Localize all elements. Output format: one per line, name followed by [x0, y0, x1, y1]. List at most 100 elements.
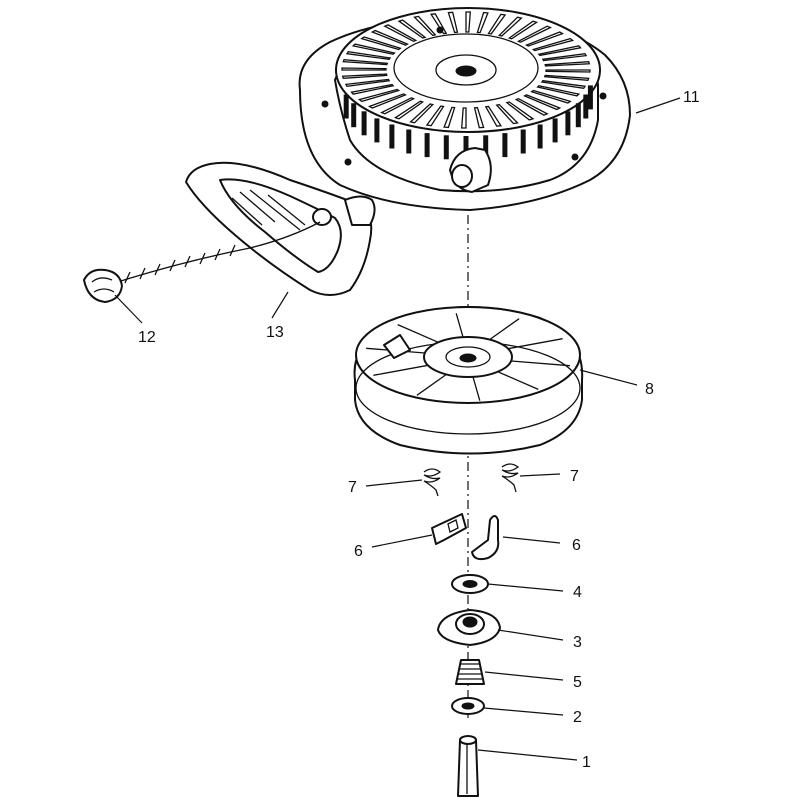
vent-slot [357, 88, 401, 103]
starter-housing [298, 7, 631, 211]
center-spring [455, 659, 485, 685]
vent-slot [341, 67, 387, 71]
leader-12 [114, 294, 143, 324]
vent-slot [514, 97, 549, 116]
pulley-hub-inner [445, 346, 491, 368]
leader-6-right [502, 536, 561, 544]
pulley-spokes [366, 313, 570, 401]
side-slot [552, 118, 558, 143]
pawl-spring-left [423, 468, 442, 497]
rope-knot-detail [91, 277, 115, 293]
pulley-spoke [497, 371, 539, 390]
rope-strand [107, 221, 321, 286]
pawl-spring-right [501, 463, 520, 493]
callout-13: 13 [266, 324, 284, 341]
ratchet-cam [437, 609, 501, 646]
vent-slot [447, 11, 459, 34]
leader-6-left [371, 534, 433, 548]
callout-3: 3 [573, 634, 582, 651]
vent-slot [460, 107, 467, 129]
vent-slot [350, 83, 395, 95]
vent-slot [341, 73, 388, 79]
callout-8: 8 [645, 381, 654, 398]
vent-slot [429, 13, 448, 35]
leader-3 [497, 629, 564, 641]
leader-7-right [519, 473, 561, 477]
side-slot [483, 135, 489, 160]
rope-pulley [353, 306, 584, 455]
vent-slot [397, 19, 427, 39]
vent-slot [543, 74, 590, 81]
housing-vents [341, 11, 591, 129]
callout-12: 12 [138, 329, 156, 346]
callout-11: 11 [683, 89, 700, 106]
vent-slot [545, 69, 591, 73]
mount-hole [321, 100, 329, 108]
vent-slot [536, 85, 581, 97]
pulley-spoke [507, 338, 563, 350]
pulley-spoke [489, 318, 520, 341]
pin-body [457, 739, 479, 797]
cam-bore [462, 616, 478, 628]
vent-slot [473, 106, 485, 129]
handle-rib [231, 189, 306, 231]
leader-4 [487, 583, 564, 592]
pulley-spoke [511, 360, 570, 367]
side-slot [520, 129, 526, 154]
spring-coil [501, 463, 520, 493]
vent-slot [367, 93, 408, 109]
housing-inner-ring [393, 33, 539, 103]
leader-1 [477, 749, 578, 761]
vent-slot [393, 100, 425, 120]
vent-slot [484, 105, 503, 127]
pawl-left [431, 513, 467, 545]
pulley-spoke [455, 313, 464, 338]
pulley-spoke [472, 376, 481, 401]
side-slot [565, 111, 571, 136]
side-slot [361, 111, 367, 136]
callout-5: 5 [573, 674, 582, 691]
leader-7-left [365, 479, 423, 487]
vent-slot [541, 52, 588, 62]
callout-6-right: 6 [572, 537, 581, 554]
starter-handle [185, 161, 376, 296]
mount-hole [344, 158, 352, 166]
mount-hole [599, 92, 607, 100]
side-slot [575, 103, 581, 128]
side-slot [374, 118, 380, 143]
vent-slot [516, 25, 552, 43]
rope-guide-eyelet [451, 164, 473, 188]
leader-2 [483, 707, 564, 716]
vent-slot [487, 13, 507, 35]
housing-side-slots [343, 85, 593, 160]
pulley-spoke [373, 364, 429, 376]
leader-11 [635, 97, 681, 114]
vent-slot [380, 97, 416, 115]
side-slot [502, 133, 508, 158]
vent-slot [370, 29, 409, 46]
vent-slot [413, 15, 437, 37]
side-slot [351, 103, 357, 128]
vent-slot [544, 61, 591, 67]
side-slot [463, 136, 469, 160]
pawl-right-body [471, 515, 500, 561]
pulley-pawl-mount [383, 334, 411, 359]
rope-twist [124, 244, 236, 284]
vent-slot [495, 103, 519, 125]
side-slot [424, 133, 430, 158]
vent-slot [524, 31, 565, 47]
vent-slot [351, 43, 396, 55]
pin-top [459, 735, 477, 745]
side-slot [583, 94, 589, 119]
washer-lower [451, 697, 485, 715]
vent-slot [360, 36, 402, 51]
callout-6-left: 6 [354, 543, 363, 560]
vent-slot [523, 94, 562, 111]
vent-slot [465, 11, 472, 33]
housing-center-hole [455, 65, 477, 77]
washer-hole [462, 580, 478, 588]
side-slot [389, 124, 395, 149]
mount-hole [571, 153, 579, 161]
